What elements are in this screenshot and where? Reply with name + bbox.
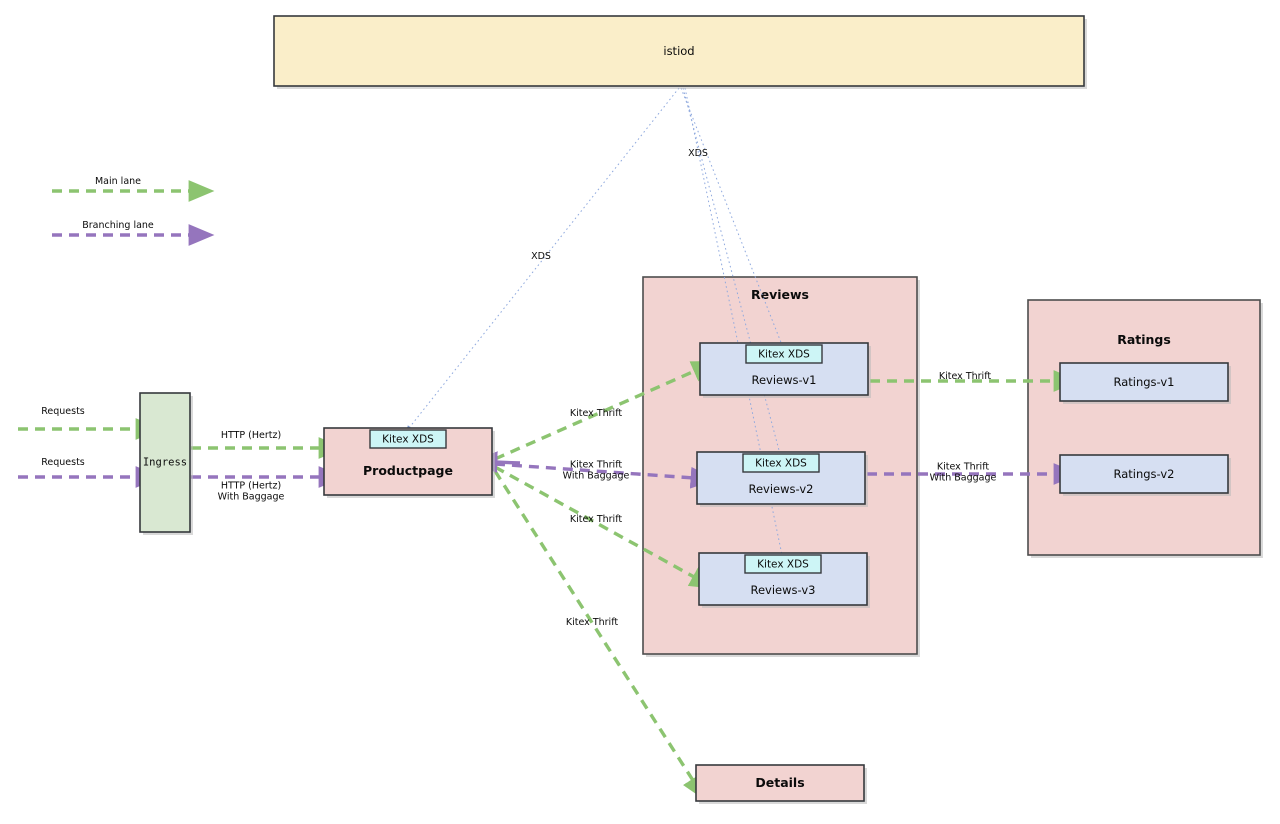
xds-edge-label-1: XDS	[531, 251, 551, 262]
node-label-ratings-v1: Ratings-v1	[1113, 375, 1174, 389]
cluster-ratings[interactable]: Ratings	[1027, 299, 1263, 558]
edge-label-reviews-ratings-1: Kitex Thrift	[939, 371, 991, 382]
kitex-xds-badge-label-reviews-v3: Kitex XDS	[757, 559, 809, 571]
edge-label-ingress-productpage-1: HTTP (Hertz)	[221, 430, 281, 441]
kitex-xds-badge-reviews-v1[interactable]	[745, 344, 823, 364]
legend-main-lane: Main lane	[52, 176, 215, 202]
node-label-reviews-v2: Reviews-v2	[749, 482, 814, 496]
edge-label-productpage-out-4: Kitex Thrift	[566, 617, 618, 628]
kitex-xds-badge-label-reviews-v2: Kitex XDS	[755, 458, 807, 470]
node-box-ingress[interactable]	[139, 392, 191, 533]
node-ratings-v1[interactable]: Ratings-v1	[1059, 362, 1231, 404]
node-reviews-v2[interactable]: Kitex XDS Reviews-v2	[696, 451, 868, 507]
edge-label-requests-1: Requests	[41, 406, 85, 417]
legend-branching-lane: Branching lane	[52, 220, 215, 246]
node-box-ratings-v1[interactable]	[1059, 362, 1229, 402]
edge-label-ingress-productpage-2: HTTP (Hertz)With Baggage	[218, 480, 285, 502]
xds-edge-label-2: XDS	[688, 148, 708, 159]
edge-reviews-ratings-1: Kitex Thrift	[870, 370, 1080, 392]
kitex-xds-badge-reviews-v2[interactable]	[742, 453, 820, 473]
node-label-reviews-v1: Reviews-v1	[752, 373, 817, 387]
edge-requests-1: Requests	[18, 406, 162, 440]
cluster-label-ratings: Ratings	[1117, 332, 1171, 347]
edge-requests-2: Requests	[18, 457, 162, 488]
kitex-xds-badge-reviews-v3[interactable]	[744, 554, 822, 574]
edge-label-productpage-out-1: Kitex Thrift	[570, 408, 622, 419]
node-label-ratings-v2: Ratings-v2	[1113, 467, 1174, 481]
edge-productpage-out-1: Kitex Thrift	[494, 360, 718, 461]
node-details[interactable]: Details	[695, 764, 867, 804]
xds-edge-layer: XDS XDS	[406, 87, 785, 560]
edge-label-requests-2: Requests	[41, 457, 85, 468]
edge-productpage-out-3: Kitex Thrift	[494, 465, 716, 589]
node-ratings-v2[interactable]: Ratings-v2	[1059, 454, 1231, 496]
node-label-productpage: Productpage	[363, 463, 453, 478]
kitex-xds-badge-label-productpage: Kitex XDS	[382, 434, 434, 446]
node-istiod[interactable]: istiod	[273, 15, 1087, 89]
edge-ingress-productpage-2: HTTP (Hertz)With Baggage	[191, 466, 345, 502]
node-box-details[interactable]	[695, 764, 865, 802]
kitex-xds-badge-productpage[interactable]	[369, 429, 447, 449]
node-box-istiod[interactable]	[273, 15, 1085, 87]
xds-edge-2: XDS	[680, 87, 784, 350]
node-label-ingress: Ingress	[143, 457, 187, 469]
edge-ingress-productpage-1: HTTP (Hertz)	[191, 430, 345, 459]
cluster-label-reviews: Reviews	[751, 287, 809, 302]
node-ingress[interactable]: Ingress	[139, 392, 193, 535]
xds-edge-4	[684, 87, 785, 560]
legend-main-lane-label: Main lane	[95, 176, 141, 187]
xds-edge-3	[682, 87, 783, 459]
xds-edge-1: XDS	[406, 87, 680, 432]
node-label-istiod: istiod	[663, 44, 694, 58]
legend-branching-lane-label: Branching lane	[82, 220, 154, 231]
edge-productpage-out-4: Kitex Thrift	[493, 470, 707, 801]
node-label-reviews-v3: Reviews-v3	[751, 583, 816, 597]
edge-productpage-inbound-branching	[471, 451, 521, 474]
node-reviews-v3[interactable]: Kitex XDS Reviews-v3	[698, 552, 870, 608]
kitex-xds-badge-label-reviews-v1: Kitex XDS	[758, 349, 810, 361]
node-productpage[interactable]: Kitex XDS Productpage	[323, 427, 495, 498]
node-label-details: Details	[755, 775, 804, 790]
node-reviews-v1[interactable]: Kitex XDS Reviews-v1	[699, 342, 871, 398]
node-box-ratings-v2[interactable]	[1059, 454, 1229, 494]
edge-label-productpage-out-3: Kitex Thrift	[570, 514, 622, 525]
